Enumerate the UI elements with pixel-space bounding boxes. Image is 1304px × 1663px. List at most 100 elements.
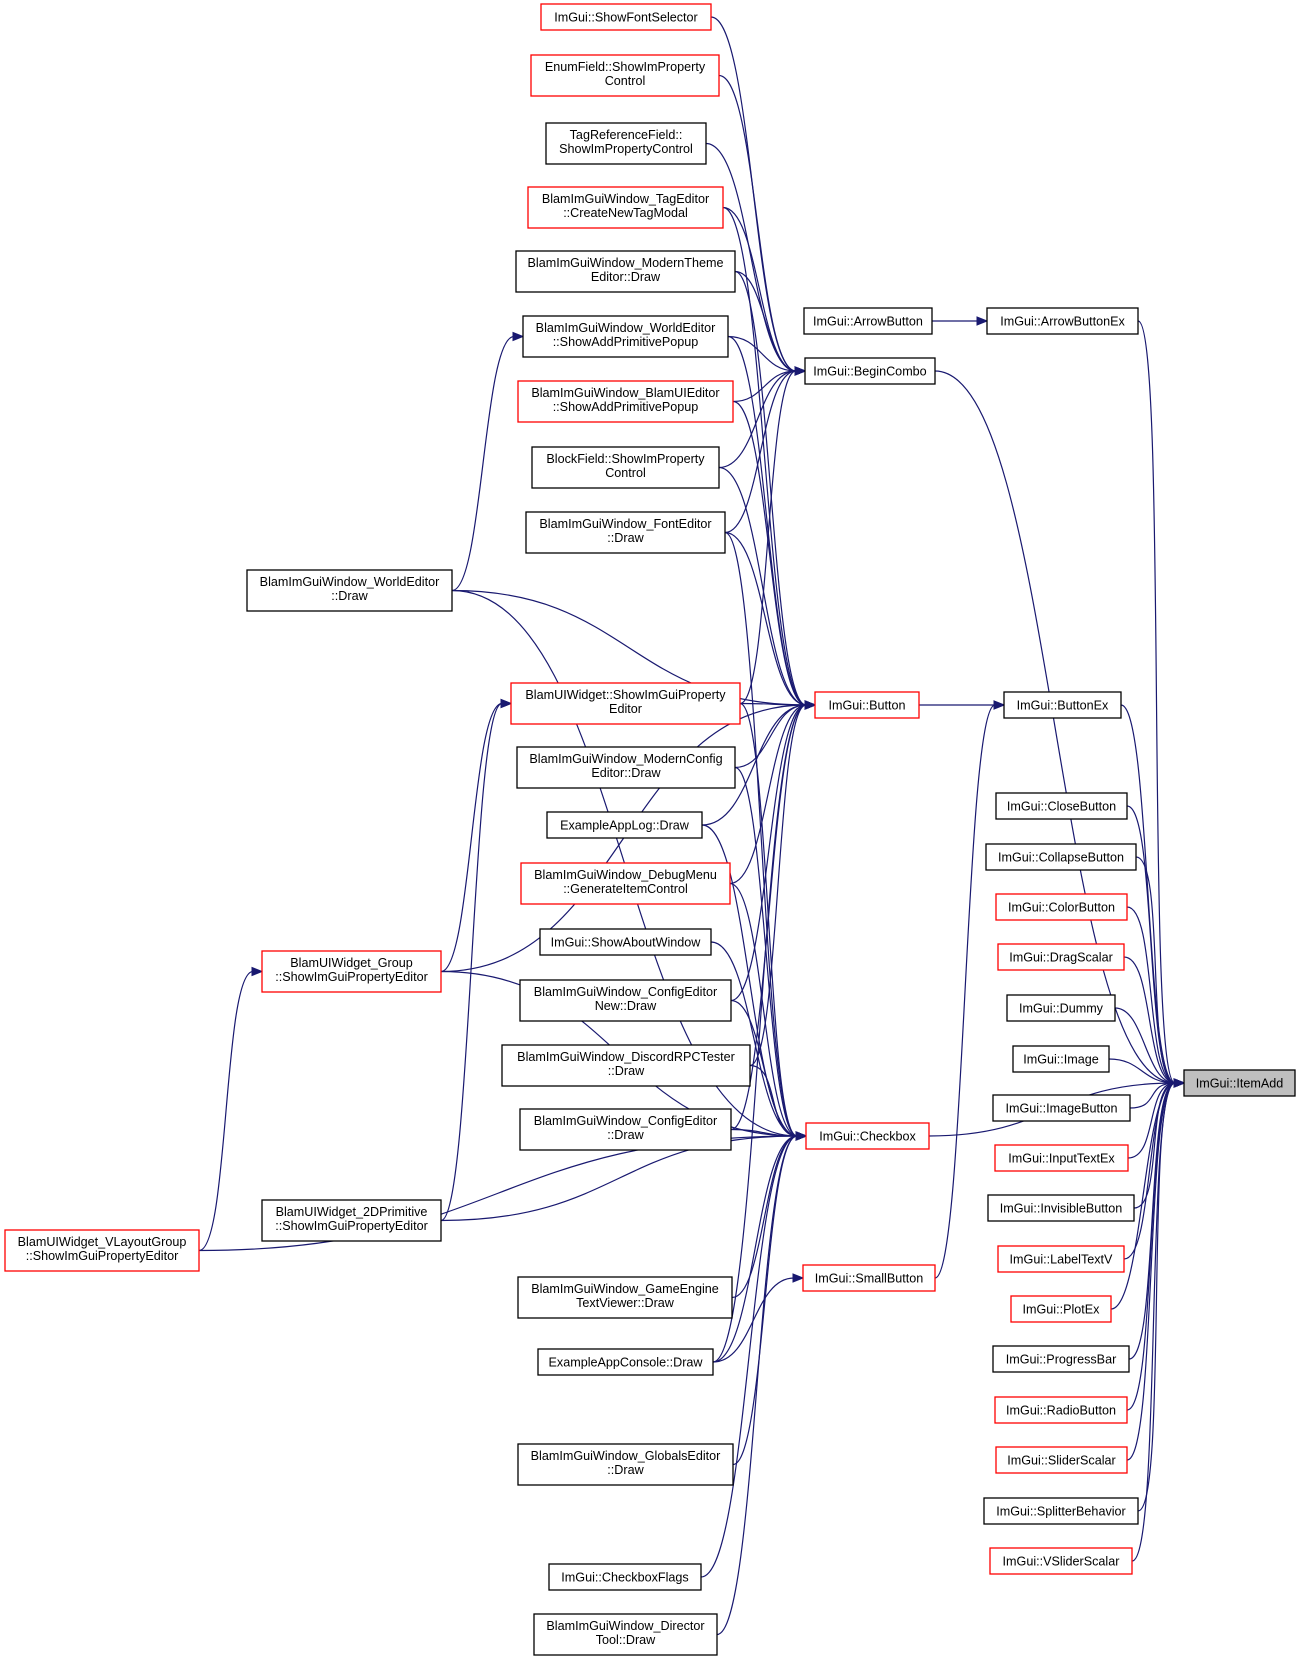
node-radio[interactable]: ImGui::RadioButton bbox=[994, 1396, 1128, 1424]
node-blamuipop[interactable]: BlamImGuiWindow_BlamUIEditor::ShowAddPri… bbox=[517, 380, 734, 423]
node-buttonex[interactable]: ImGui::ButtonEx bbox=[1003, 691, 1122, 719]
node-box bbox=[995, 893, 1128, 921]
node-fontsel[interactable]: ImGui::ShowFontSelector bbox=[540, 3, 712, 31]
node-imgbtn[interactable]: ImGui::ImageButton bbox=[992, 1094, 1131, 1122]
node-label: ImGui::ItemAdd bbox=[1196, 1077, 1284, 1091]
edge-line bbox=[718, 370, 797, 469]
edge-arrowhead bbox=[795, 1131, 808, 1141]
node-debug[interactable]: BlamImGuiWindow_DebugMenu::GenerateItemC… bbox=[520, 862, 731, 905]
node-label: ImGui::ShowAboutWindow bbox=[551, 936, 702, 950]
node-label: ImGui::CloseButton bbox=[1007, 800, 1116, 814]
node-checkbox[interactable]: ImGui::Checkbox bbox=[805, 1122, 930, 1150]
edge-n_modtheme-to-n_button bbox=[734, 270, 817, 710]
node-font[interactable]: BlamImGuiWindow_FontEditor::Draw bbox=[525, 511, 726, 554]
node-splitter[interactable]: ImGui::SplitterBehavior bbox=[983, 1497, 1139, 1525]
node-label: ImGui::CheckboxFlags bbox=[561, 1571, 688, 1585]
nodes-layer: ImGui::ShowFontSelectorEnumField::ShowIm… bbox=[4, 3, 1296, 1656]
node-close[interactable]: ImGui::CloseButton bbox=[995, 792, 1128, 820]
node-drag[interactable]: ImGui::DragScalar bbox=[997, 943, 1125, 971]
node-small[interactable]: ImGui::SmallButton bbox=[802, 1264, 936, 1292]
edge-n_director-to-n_checkbox bbox=[716, 1131, 808, 1636]
edge-line bbox=[712, 1135, 798, 1363]
node-box bbox=[246, 569, 453, 612]
edge-line bbox=[731, 1135, 798, 1299]
node-uiwidget[interactable]: BlamUIWidget::ShowImGuiPropertyEditor bbox=[510, 682, 741, 725]
edge-line bbox=[1120, 704, 1176, 1084]
node-plot[interactable]: ImGui::PlotEx bbox=[1010, 1295, 1112, 1323]
node-invis[interactable]: ImGui::InvisibleButton bbox=[987, 1194, 1135, 1222]
node-label[interactable]: ImGui::LabelTextV bbox=[997, 1245, 1125, 1273]
node-box bbox=[517, 1276, 733, 1319]
node-vlayout[interactable]: BlamUIWidget_VLayoutGroup::ShowImGuiProp… bbox=[4, 1229, 200, 1272]
node-input[interactable]: ImGui::InputTextEx bbox=[994, 1144, 1129, 1172]
node-color[interactable]: ImGui::ColorButton bbox=[995, 893, 1128, 921]
edge-line bbox=[1123, 1082, 1176, 1260]
edge-n_uiwidget-to-n_begincombo bbox=[739, 366, 807, 705]
edge-n_wedraw-to-n_wedpop bbox=[451, 331, 525, 592]
node-label: ::ShowImGuiPropertyEditor bbox=[26, 1249, 179, 1263]
node-about[interactable]: ImGui::ShowAboutWindow bbox=[539, 928, 712, 956]
node-box bbox=[4, 1229, 200, 1272]
edge-arrowhead bbox=[794, 366, 807, 376]
edge-line bbox=[1126, 906, 1176, 1084]
node-cfged[interactable]: BlamImGuiWindow_ConfigEditor::Draw bbox=[519, 1108, 732, 1151]
node-group[interactable]: BlamUIWidget_Group::ShowImGuiPropertyEdi… bbox=[261, 950, 442, 993]
node-gametext[interactable]: BlamImGuiWindow_GameEngineTextViewer::Dr… bbox=[517, 1276, 733, 1319]
node-label: ImGui::Button bbox=[829, 699, 906, 713]
node-wedpop[interactable]: BlamImGuiWindow_WorldEditor::ShowAddPrim… bbox=[522, 315, 729, 358]
edge-line bbox=[1123, 956, 1176, 1084]
node-slider[interactable]: ImGui::SliderScalar bbox=[995, 1446, 1128, 1474]
node-enum[interactable]: EnumField::ShowImPropertyControl bbox=[530, 54, 720, 97]
node-label: New::Draw bbox=[595, 999, 657, 1013]
edge-n_console-to-n_button bbox=[712, 700, 817, 1363]
node-discord[interactable]: BlamImGuiWindow_DiscordRPCTester::Draw bbox=[501, 1044, 751, 1087]
node-box bbox=[519, 979, 732, 1022]
node-label: BlamUIWidget_VLayoutGroup bbox=[18, 1235, 187, 1249]
node-label: ::ShowAddPrimitivePopup bbox=[553, 335, 699, 349]
node-label: BlamImGuiWindow_GameEngine bbox=[531, 1282, 719, 1296]
node-tagref[interactable]: TagReferenceField::ShowImPropertyControl bbox=[545, 122, 707, 165]
node-block[interactable]: BlockField::ShowImPropertyControl bbox=[531, 446, 720, 489]
node-progress[interactable]: ImGui::ProgressBar bbox=[992, 1345, 1130, 1373]
node-begincombo[interactable]: ImGui::BeginCombo bbox=[804, 357, 936, 385]
edge-line bbox=[451, 589, 807, 706]
node-label: ImGui::BeginCombo bbox=[813, 365, 926, 379]
node-itemadd[interactable]: ImGui::ItemAdd bbox=[1183, 1069, 1296, 1097]
node-console[interactable]: ExampleAppConsole::Draw bbox=[537, 1348, 714, 1376]
node-box bbox=[522, 315, 729, 358]
edges-layer bbox=[198, 16, 1186, 1636]
edge-line bbox=[198, 970, 254, 1252]
node-box bbox=[995, 1446, 1128, 1474]
edge-n_block-to-n_button bbox=[718, 466, 817, 710]
node-box bbox=[987, 1194, 1135, 1222]
node-cbflags[interactable]: ImGui::CheckboxFlags bbox=[548, 1563, 702, 1591]
node-globals[interactable]: BlamImGuiWindow_GlobalsEditor::Draw bbox=[517, 1443, 734, 1486]
node-collapse[interactable]: ImGui::CollapseButton bbox=[985, 843, 1137, 871]
node-box bbox=[539, 928, 712, 956]
node-box bbox=[540, 3, 712, 31]
node-tagedit[interactable]: BlamImGuiWindow_TagEditor::CreateNewTagM… bbox=[527, 186, 724, 229]
node-label: ImGui::PlotEx bbox=[1023, 1303, 1101, 1317]
node-vslider[interactable]: ImGui::VSliderScalar bbox=[989, 1547, 1133, 1575]
edge-line bbox=[732, 370, 797, 403]
edge-line bbox=[718, 74, 797, 372]
node-arrowex[interactable]: ImGui::ArrowButtonEx bbox=[986, 307, 1139, 335]
node-button[interactable]: ImGui::Button bbox=[814, 691, 920, 719]
edge-line bbox=[724, 531, 807, 706]
node-applog[interactable]: ExampleAppLog::Draw bbox=[546, 811, 703, 839]
edge-line bbox=[1129, 1082, 1176, 1109]
node-2dprim[interactable]: BlamUIWidget_2DPrimitive::ShowImGuiPrope… bbox=[261, 1199, 442, 1242]
edge-n_console-to-n_checkbox bbox=[712, 1131, 808, 1363]
node-wedraw[interactable]: BlamImGuiWindow_WorldEditor::Draw bbox=[246, 569, 453, 612]
node-image[interactable]: ImGui::Image bbox=[1012, 1045, 1110, 1073]
node-dummy[interactable]: ImGui::Dummy bbox=[1006, 994, 1116, 1022]
node-box bbox=[985, 843, 1137, 871]
node-arrow[interactable]: ImGui::ArrowButton bbox=[803, 307, 933, 335]
edge-n_vslider-to-n_itemadd bbox=[1131, 1078, 1186, 1562]
node-box bbox=[994, 1396, 1128, 1424]
node-label: BlamImGuiWindow_FontEditor bbox=[539, 517, 711, 531]
